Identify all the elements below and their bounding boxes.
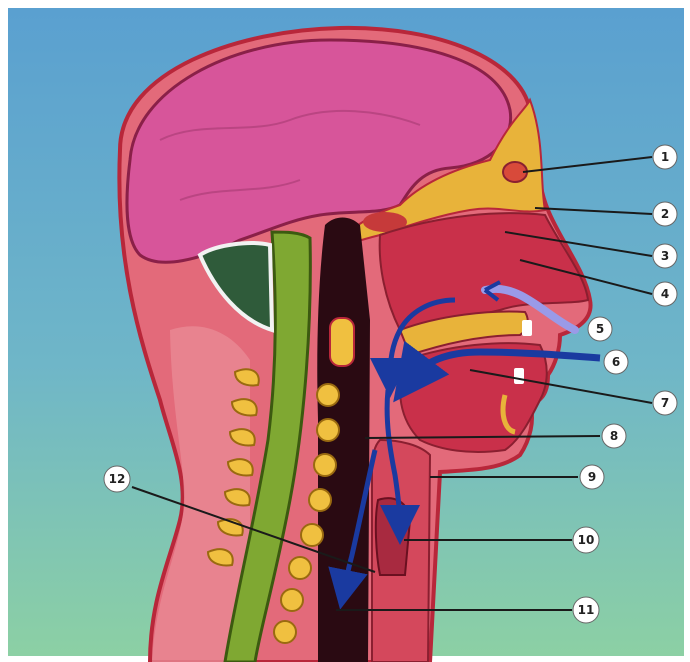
label-11: 11 — [573, 597, 599, 623]
label-6: 6 — [604, 350, 628, 374]
label-5: 5 — [588, 317, 612, 341]
svg-text:12: 12 — [109, 472, 126, 486]
svg-text:1: 1 — [661, 150, 669, 164]
svg-text:11: 11 — [578, 603, 595, 617]
label-3: 3 — [653, 244, 677, 268]
svg-text:9: 9 — [588, 470, 596, 484]
label-9: 9 — [580, 465, 604, 489]
lower-tooth — [514, 368, 524, 384]
svg-text:10: 10 — [578, 533, 595, 547]
larynx — [376, 498, 410, 575]
label-12: 12 — [104, 466, 130, 492]
label-7: 7 — [653, 391, 677, 415]
label-4: 4 — [653, 282, 677, 306]
label-10: 10 — [573, 527, 599, 553]
upper-tooth — [522, 320, 532, 336]
svg-text:4: 4 — [661, 287, 669, 301]
label-8: 8 — [602, 424, 626, 448]
svg-text:5: 5 — [596, 322, 604, 336]
svg-text:7: 7 — [661, 396, 669, 410]
svg-text:6: 6 — [612, 355, 620, 369]
svg-text:3: 3 — [661, 249, 669, 263]
label-1: 1 — [653, 145, 677, 169]
label-2: 2 — [653, 202, 677, 226]
svg-text:2: 2 — [661, 207, 669, 221]
svg-text:8: 8 — [610, 429, 618, 443]
